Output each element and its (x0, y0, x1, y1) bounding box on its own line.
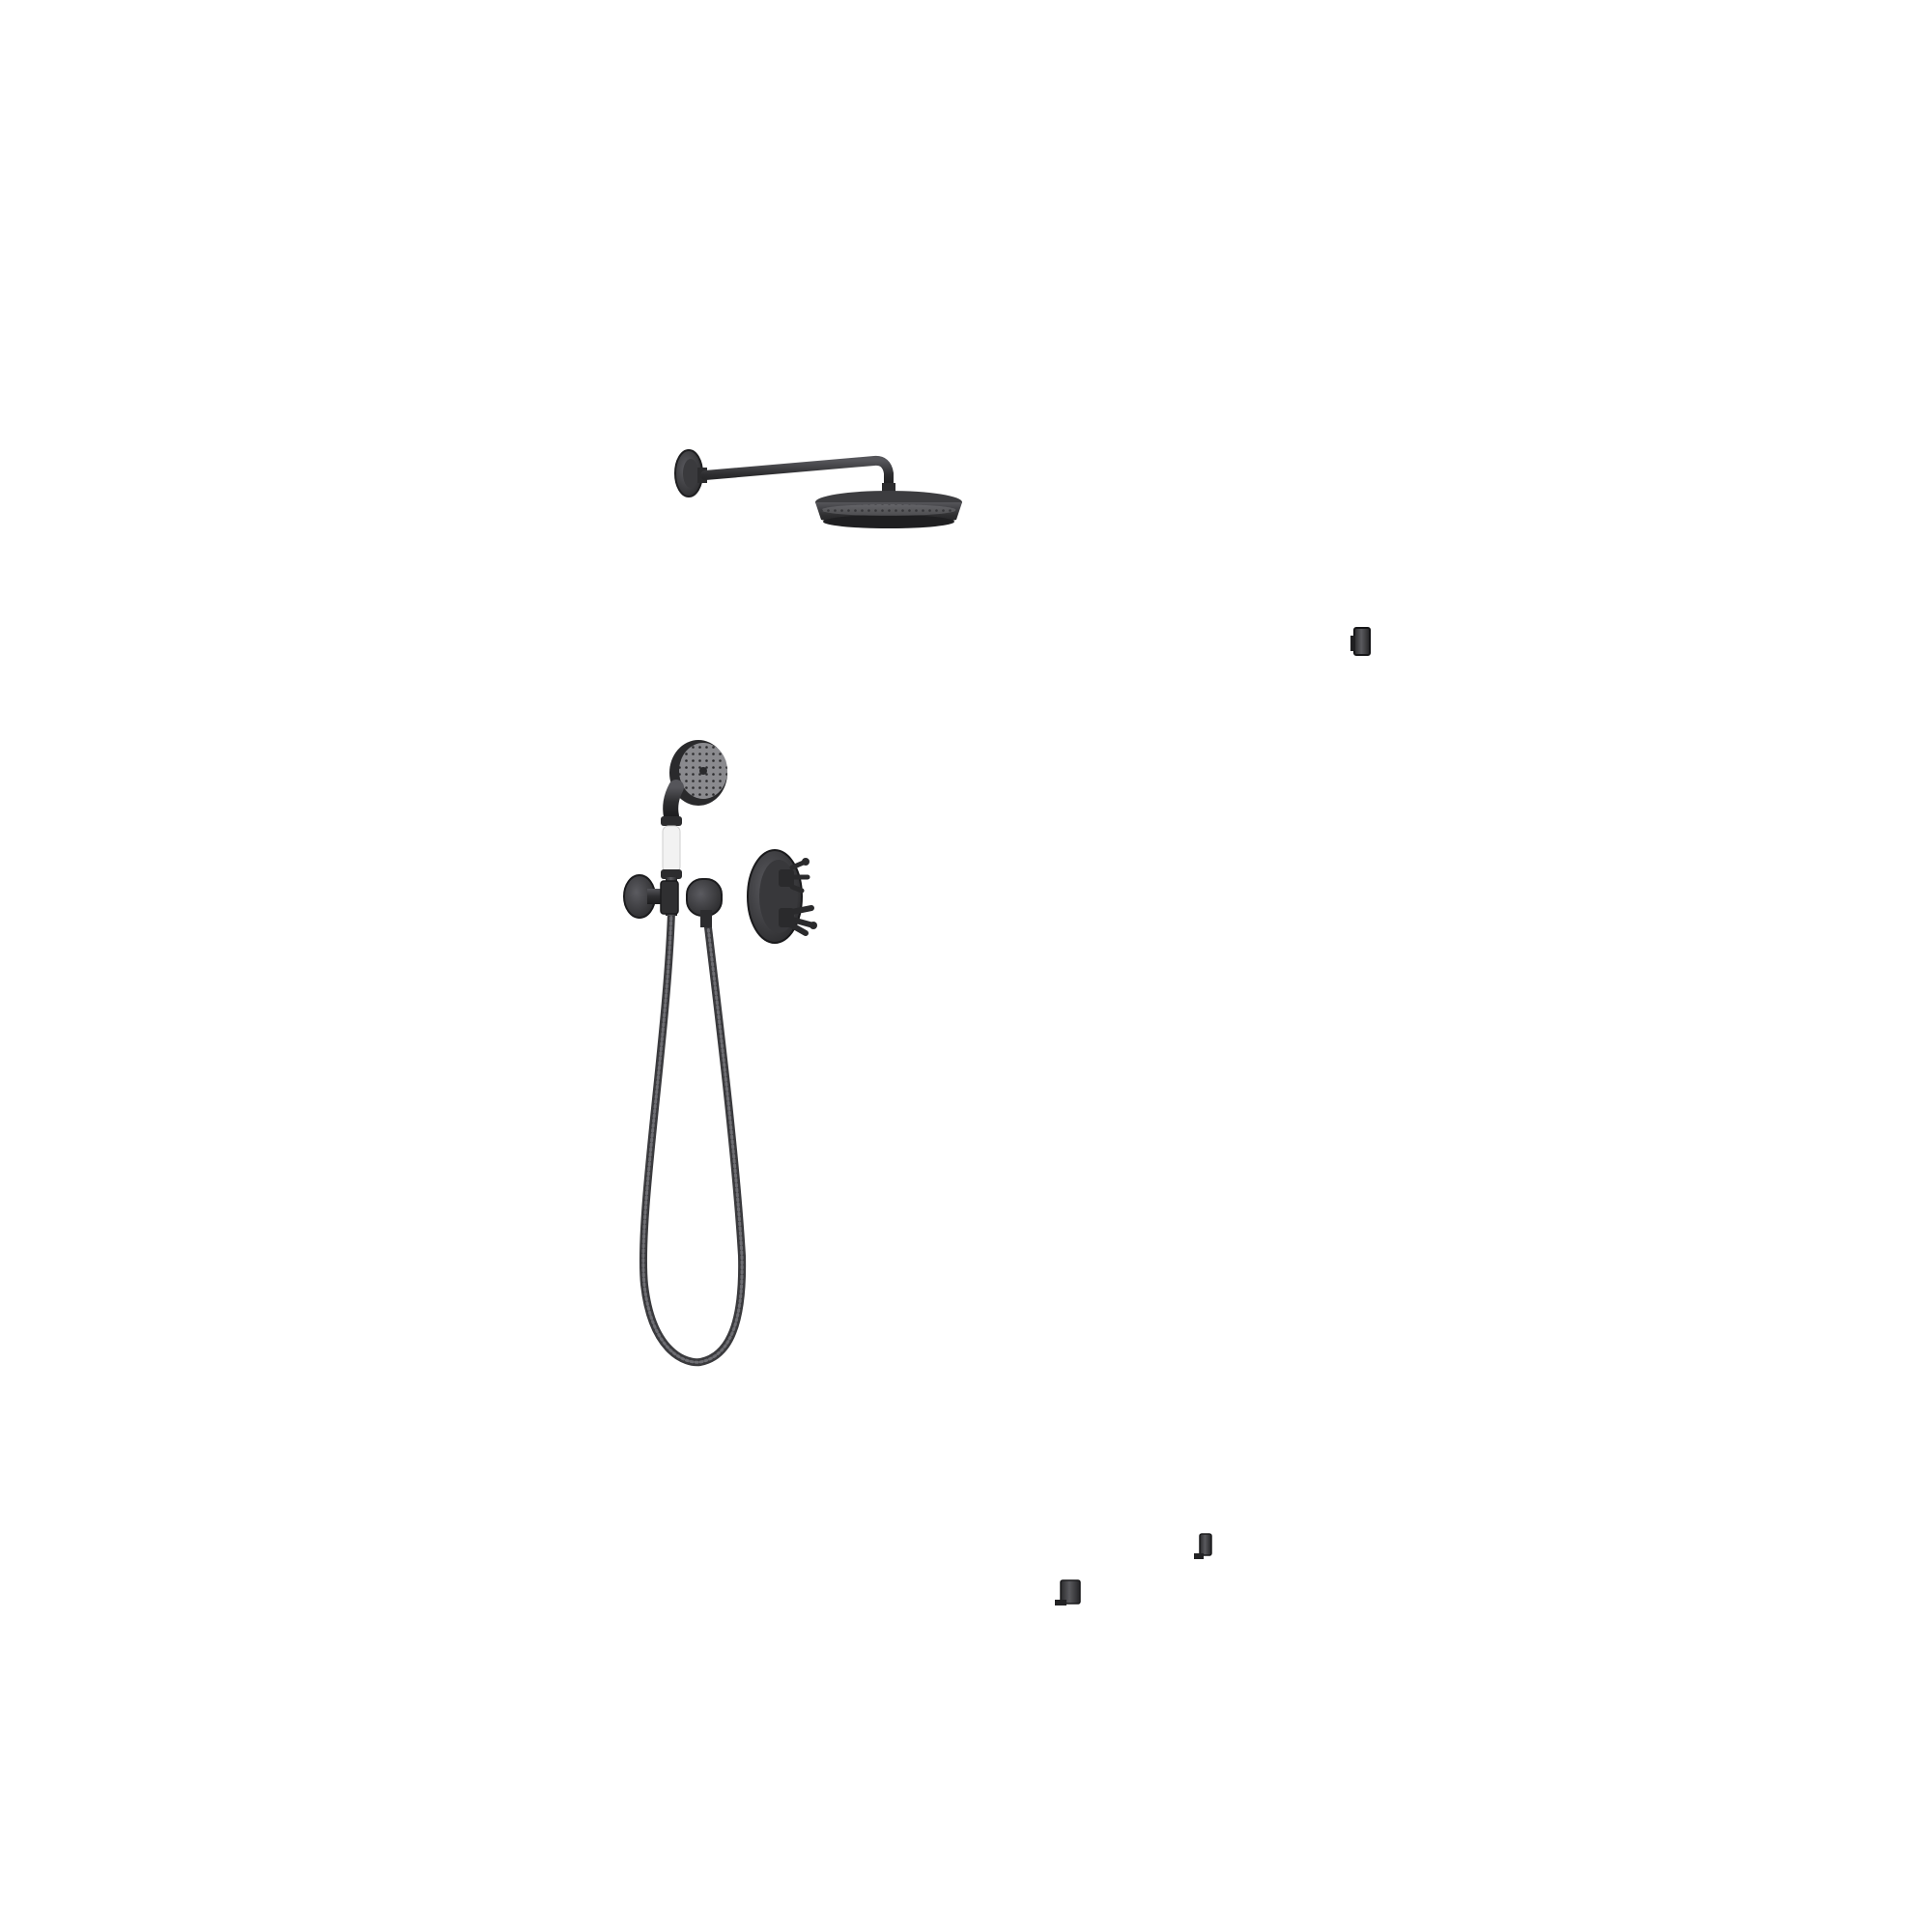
thermostatic-valve-trim (747, 849, 817, 944)
rain-shower-head (815, 491, 962, 528)
valve-clip-right (1194, 1533, 1212, 1559)
wall-outlet-elbow (686, 878, 723, 927)
shower-hose (639, 909, 747, 1367)
hand-shower (661, 740, 727, 916)
wall-bracket (1350, 627, 1371, 656)
valve-clip-left (1055, 1579, 1081, 1605)
shower-arm (674, 449, 895, 497)
hand-shower-holder (623, 874, 679, 919)
